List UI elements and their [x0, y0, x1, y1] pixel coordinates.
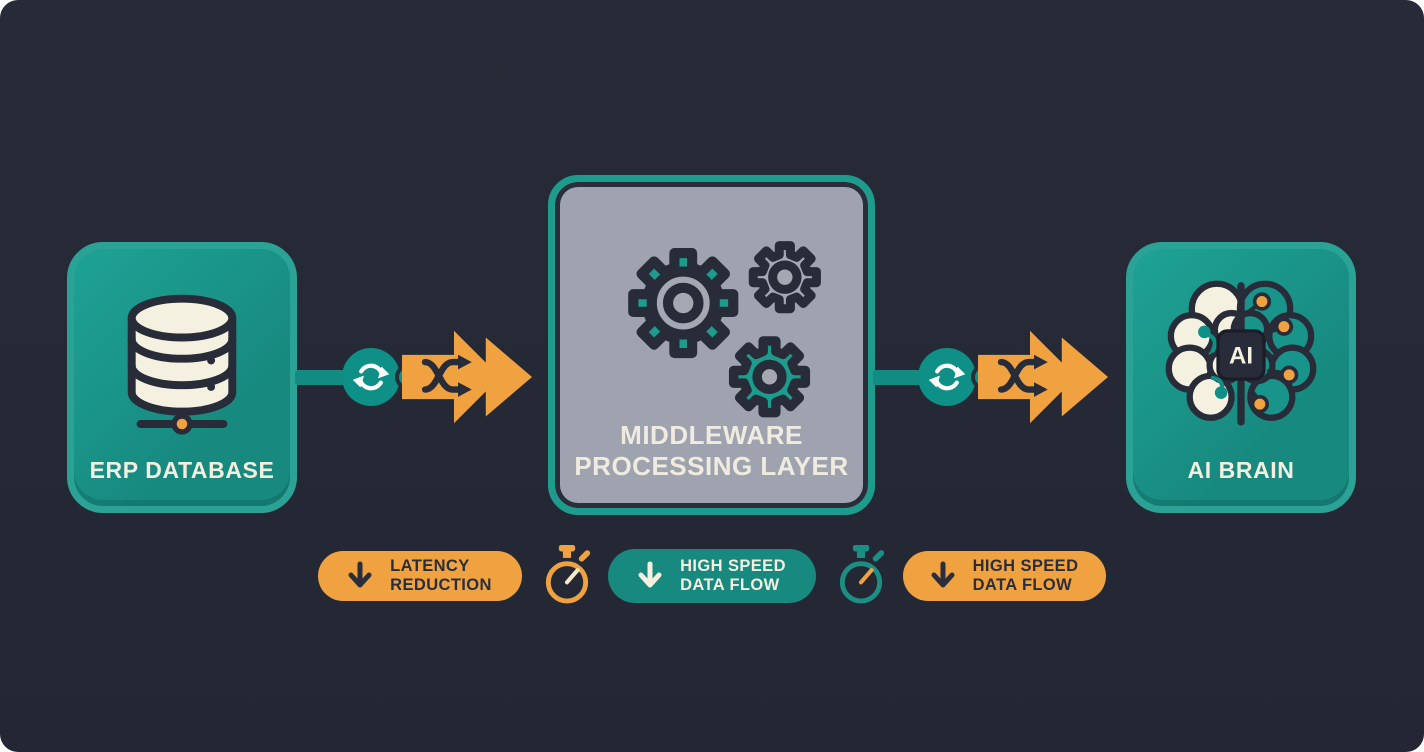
sync-icon [342, 348, 400, 406]
down-arrow-icon [638, 561, 662, 588]
node-erp-database: ERP DATABASE [67, 242, 297, 513]
ai-chip-text: AI [1229, 342, 1253, 369]
down-arrow-icon [931, 561, 955, 588]
sync-icon-2 [918, 348, 976, 406]
badge-latency-reduction: LATENCY REDUCTION [318, 551, 522, 601]
middleware-label-line1: MIDDLEWARE [620, 420, 803, 450]
database-icon [74, 269, 290, 459]
middleware-label-line2: PROCESSING LAYER [574, 451, 849, 481]
badge-high-speed-data-flow-1: HIGH SPEED DATA FLOW [608, 549, 816, 603]
ai-chip [1216, 329, 1266, 381]
erp-database-label: ERP DATABASE [89, 457, 275, 483]
badge-flow2-line2: DATA FLOW [972, 576, 1073, 594]
badge-latency-line1: LATENCY [390, 557, 470, 575]
brain-icon: AI [1133, 267, 1349, 445]
stopwatch-icon-orange [541, 543, 593, 612]
gears-icon [555, 212, 868, 442]
badge-flow1-line2: DATA FLOW [680, 576, 780, 594]
node-middleware: MIDDLEWARE PROCESSING LAYER [548, 175, 875, 515]
shuffle-icon [421, 354, 472, 397]
shuffle-icon-2 [997, 354, 1048, 397]
data-flow-arrow-left [402, 330, 532, 424]
down-arrow-icon [348, 561, 372, 588]
connector-line-left [295, 370, 347, 385]
badge-flow1-line1: HIGH SPEED [680, 557, 786, 575]
badge-flow2-line1: HIGH SPEED [972, 557, 1079, 575]
middleware-label: MIDDLEWARE PROCESSING LAYER [555, 420, 868, 482]
data-flow-arrow-right [978, 330, 1108, 424]
node-ai-brain: AI AI BRAIN [1126, 242, 1356, 513]
stopwatch-icon-teal [835, 543, 887, 612]
badge-latency-line2: REDUCTION [390, 576, 492, 594]
connector-line-right [873, 370, 923, 385]
ai-brain-label: AI BRAIN [1187, 457, 1295, 483]
badge-high-speed-data-flow-2: HIGH SPEED DATA FLOW [903, 551, 1106, 601]
